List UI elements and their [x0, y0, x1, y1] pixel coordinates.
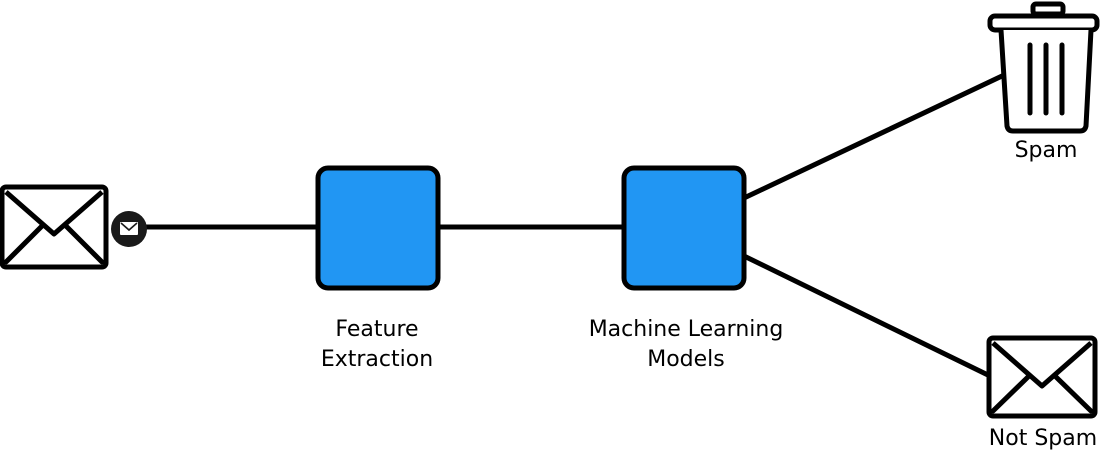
ml-models-label-line1: Machine Learning [588, 317, 784, 342]
not-spam-envelope-icon [986, 335, 1098, 419]
feature-extraction-box [315, 165, 441, 291]
spam-label: Spam [1014, 138, 1078, 163]
edge-ml-to-spam [741, 73, 1005, 201]
edge-ml-to-not-spam [741, 253, 993, 379]
ml-models-label: Machine Learning Models [589, 315, 784, 375]
not-spam-label: Not Spam [988, 426, 1098, 451]
feature-extraction-label-line1: Feature [335, 317, 419, 342]
feature-extraction-label-line2: Extraction [320, 347, 434, 372]
envelope-icon [0, 184, 109, 270]
small-envelope-badge-icon [111, 211, 147, 247]
ml-models-box [621, 165, 747, 291]
ml-models-label-line2: Models [647, 347, 725, 372]
trash-can-icon [987, 1, 1100, 134]
feature-extraction-label: Feature Extraction [321, 315, 433, 375]
